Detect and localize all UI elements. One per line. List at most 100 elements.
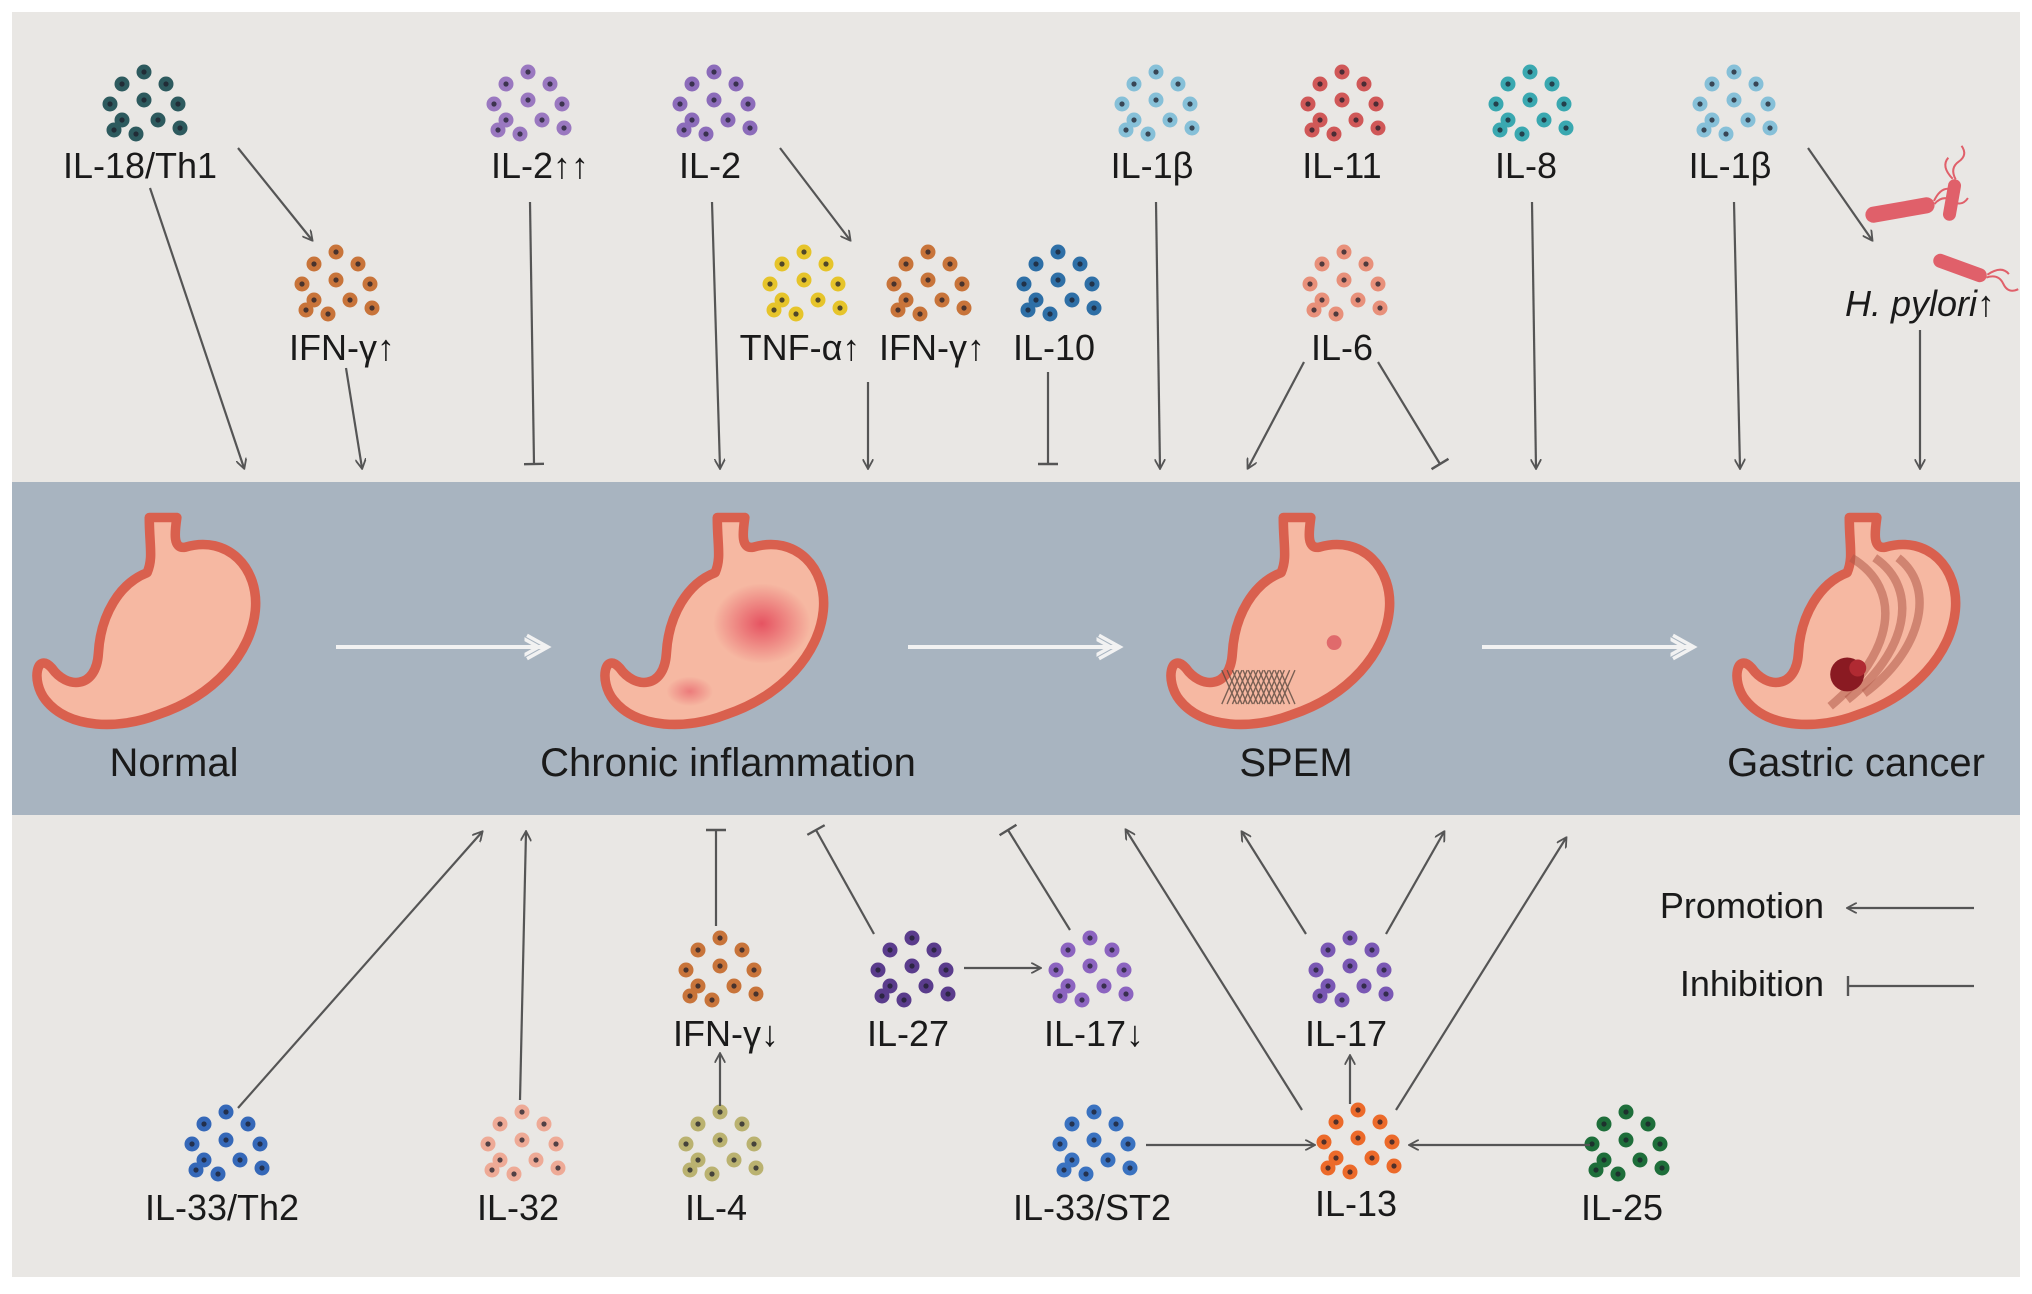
inhibit-il27 [806, 824, 875, 935]
label-il13: IL-13 [1315, 1183, 1397, 1224]
legend: Promotion Inhibition [1660, 885, 1974, 1004]
cell-nucleus [1375, 125, 1381, 131]
cell-nucleus [909, 963, 915, 969]
tumor-fold [1844, 554, 1907, 704]
cell-nucleus [299, 281, 305, 287]
stage-label-normal: Normal [110, 741, 239, 785]
inflamed-region [713, 583, 811, 664]
label-il1b-a: IL-1β [1111, 145, 1194, 186]
cell-nucleus [945, 991, 951, 997]
cell-nucleus [695, 983, 701, 989]
cell-nucleus [1541, 117, 1547, 123]
cell-nucleus [1373, 101, 1379, 107]
cell-nucleus [1065, 983, 1071, 989]
cell-nucleus [491, 101, 497, 107]
cell-nucleus [677, 101, 683, 107]
cell-nucleus [711, 97, 717, 103]
cell-nucleus [333, 249, 339, 255]
cell-nucleus [793, 311, 799, 317]
cell-nucleus [1361, 983, 1367, 989]
label-ifng-up-b: IFN-γ↑ [879, 327, 985, 368]
cell-nucleus [223, 1109, 229, 1115]
arrow-il13-inflammation [1126, 830, 1303, 1111]
cell-nucleus [107, 101, 113, 107]
cell-nucleus [1087, 963, 1093, 969]
arrow-il17-spem-right [1385, 832, 1444, 935]
cell-nucleus [119, 81, 125, 87]
label-il1b-b: IL-1β [1689, 145, 1772, 186]
cluster-tnfa [762, 244, 848, 322]
cell-nucleus [1645, 1121, 1651, 1127]
cell-nucleus [311, 261, 317, 267]
stomach-icon-inflammation [600, 512, 829, 730]
cell-nucleus [1153, 69, 1159, 75]
cell-nucleus [1697, 101, 1703, 107]
cell-nucleus [1313, 967, 1319, 973]
bacterium-2 [1942, 145, 1966, 221]
arrow-ifng-normal [344, 367, 362, 468]
cell-nucleus [119, 117, 125, 123]
cell-nucleus [1109, 947, 1115, 953]
cluster-il2-dup [486, 64, 572, 142]
cell-nucleus [1021, 281, 1027, 287]
cell-nucleus [175, 101, 181, 107]
stomach-icon-cancer [1732, 512, 1961, 730]
arrow-il1b-hpylori [1807, 147, 1872, 240]
cytokine-labels: IL-18/Th1 IFN-γ↑ IL-2↑↑ IL-2 TNF-α↑ IFN-… [63, 145, 1771, 1228]
cell-nucleus [703, 131, 709, 137]
cell-nucleus [1091, 305, 1097, 311]
cell-nucleus [961, 305, 967, 311]
cell-nucleus [1563, 125, 1569, 131]
cell-nucleus [497, 1157, 503, 1163]
cell-nucleus [1377, 1119, 1383, 1125]
cell-nucleus [193, 1167, 199, 1173]
cell-nucleus [815, 297, 821, 303]
cell-nucleus [555, 1165, 561, 1171]
cluster-ifng-up-b [886, 244, 972, 322]
cell-nucleus [1145, 131, 1151, 137]
label-h-pylori-suffix: ↑ [1977, 283, 1995, 324]
arrow-il1b-cancer [1732, 201, 1740, 468]
cell-nucleus [1353, 117, 1359, 123]
cell-nucleus [245, 1121, 251, 1127]
arrow-il2-tnfa [779, 147, 850, 240]
h-pylori-bacteria [1865, 145, 2019, 292]
tumor-fold [1861, 554, 1924, 697]
label-il6: IL-6 [1311, 327, 1373, 368]
cell-nucleus [1119, 101, 1125, 107]
cell-nucleus [1767, 125, 1773, 131]
cluster-il6 [1302, 244, 1388, 322]
cell-nucleus [1083, 1171, 1089, 1177]
cell-nucleus [1355, 1107, 1361, 1113]
stage-label-gastric-cancer: Gastric cancer [1727, 741, 1985, 785]
cell-nucleus [1497, 127, 1503, 133]
cell-nucleus [751, 967, 757, 973]
cell-nucleus [1189, 125, 1195, 131]
cell-nucleus [259, 1165, 265, 1171]
cluster-il4 [678, 1104, 764, 1182]
cell-nucleus [511, 1171, 517, 1177]
cell-nucleus [739, 947, 745, 953]
label-il8: IL-8 [1495, 145, 1557, 186]
cell-nucleus [485, 1141, 491, 1147]
cell-nucleus [943, 967, 949, 973]
cell-nucleus [1123, 127, 1129, 133]
cell-nucleus [887, 983, 893, 989]
cell-nucleus [1355, 297, 1361, 303]
cell-nucleus [717, 935, 723, 941]
label-ifng-down: IFN-γ↓ [673, 1013, 779, 1054]
label-il10: IL-10 [1013, 327, 1095, 368]
cell-nucleus [257, 1141, 263, 1147]
cell-nucleus [525, 69, 531, 75]
cell-nucleus [835, 281, 841, 287]
cell-nucleus [1659, 1165, 1665, 1171]
cell-nucleus [879, 993, 885, 999]
cell-nucleus [1305, 101, 1311, 107]
cell-nucleus [1339, 69, 1345, 75]
cell-nucleus [1333, 1155, 1339, 1161]
cell-nucleus [1123, 991, 1129, 997]
cell-nucleus [1047, 311, 1053, 317]
cell-nucleus [717, 1137, 723, 1143]
cell-nucleus [1657, 1141, 1663, 1147]
cell-nucleus [1091, 1137, 1097, 1143]
